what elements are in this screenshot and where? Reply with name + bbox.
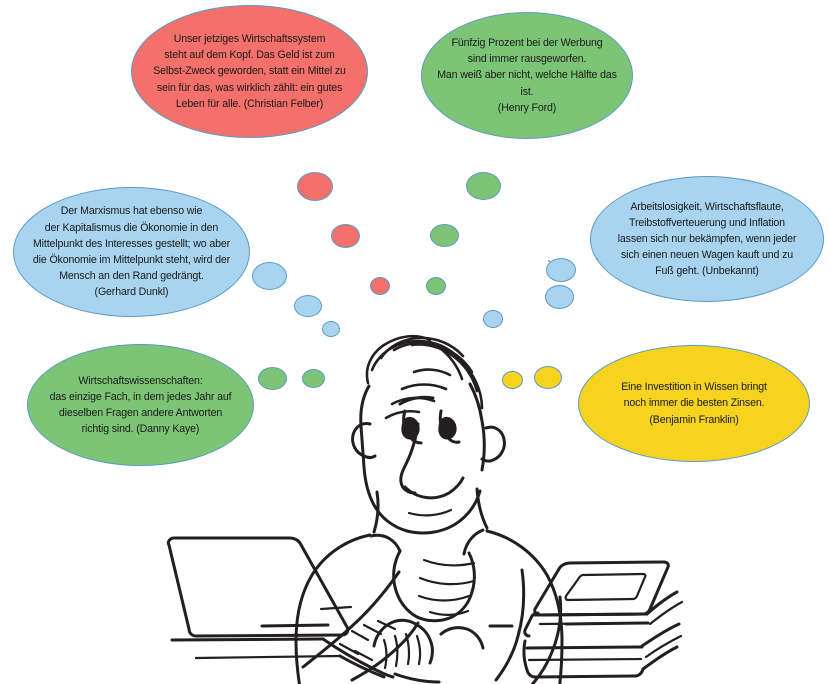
quote-text-unbekannt: Arbeitslosigkeit, Wirtschaftsflaute, Tre… [617,200,797,278]
head-outline [359,382,486,535]
thought-dot-blue-7 [546,258,576,282]
forearm-right [494,568,563,684]
quote-bubble-dunkl: Der Marxismus hat ebenso wie der Kapital… [13,187,250,317]
nose-outline [399,422,420,495]
quote-text-ford: Fünfzig Prozent bei der Werbung sind imm… [437,37,617,114]
eyes-icon [398,395,461,445]
thought-dot-green-2 [430,224,459,247]
thought-dot-yellow-2 [534,366,562,389]
quote-bubble-franklin: Eine Investition in Wissen bringt noch i… [578,345,810,462]
thought-dot-blue-6 [322,321,340,337]
thought-dot-red-2 [331,224,360,248]
quote-bubble-ford: Fünfzig Prozent bei der Werbung sind imm… [421,12,633,139]
thought-dot-blue-4 [294,295,322,317]
quote-text-franklin: Eine Investition in Wissen bringt noch i… [621,381,767,426]
quote-bubble-felber: Unser jetziges Wirtschaftssystem steht a… [131,5,368,138]
quote-bubble-unbekannt: Arbeitslosigkeit, Wirtschaftsflaute, Tre… [590,176,824,302]
mouth-outline [403,476,465,500]
thought-dot-blue-2 [545,285,574,309]
desk-line [260,621,650,628]
neck-outline [372,487,489,534]
quote-text-felber: Unser jetziges Wirtschaftssystem steht a… [153,33,346,110]
ear-left-outline [351,422,377,459]
thought-dot-red-1 [297,172,333,201]
quote-text-dunkl: Der Marxismus hat ebenso wie der Kapital… [32,205,231,299]
thought-dot-blue-1 [252,262,287,290]
quote-text-kaye: Wirtschaftswissenschaften: das einzige F… [49,374,232,436]
thought-dot-green-3 [426,277,446,295]
thought-dot-green-4 [258,367,287,390]
ear-right-outline [480,425,506,463]
laptop-icon [166,536,441,684]
book-stack-icon [522,560,684,679]
thought-dot-green-5 [302,369,325,388]
hand-on-chin [392,549,476,623]
thought-dot-blue-5 [483,310,503,328]
collar-left [369,533,402,553]
thought-dot-blue-8 [596,258,598,260]
hands-on-keyboard [372,618,485,670]
hair-icon [365,334,484,420]
collar-right [462,528,485,556]
quote-bubble-kaye: Wirtschaftswissenschaften: das einzige F… [27,344,254,466]
thought-dot-yellow-1 [502,371,523,389]
forearm-left [301,570,420,682]
thought-dot-red-3 [370,277,390,295]
thought-dot-green-1 [466,172,501,200]
chin-line [407,508,453,517]
torso-outline [294,529,564,684]
